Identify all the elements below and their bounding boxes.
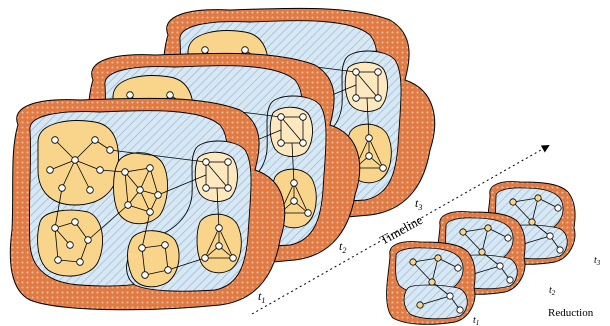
reduced-snapshot-t1 [387, 242, 476, 325]
label-large-t1: t1 [258, 289, 265, 305]
label-large-t2: t2 [339, 239, 346, 255]
label-small-t2: t2 [549, 285, 556, 297]
label-small-t3: t3 [594, 255, 601, 267]
snapshot-t1 [10, 98, 284, 309]
label-small-t1: t1 [473, 315, 479, 326]
label-large-t3: t3 [415, 196, 422, 212]
reduction-label: Reduction [548, 307, 594, 319]
